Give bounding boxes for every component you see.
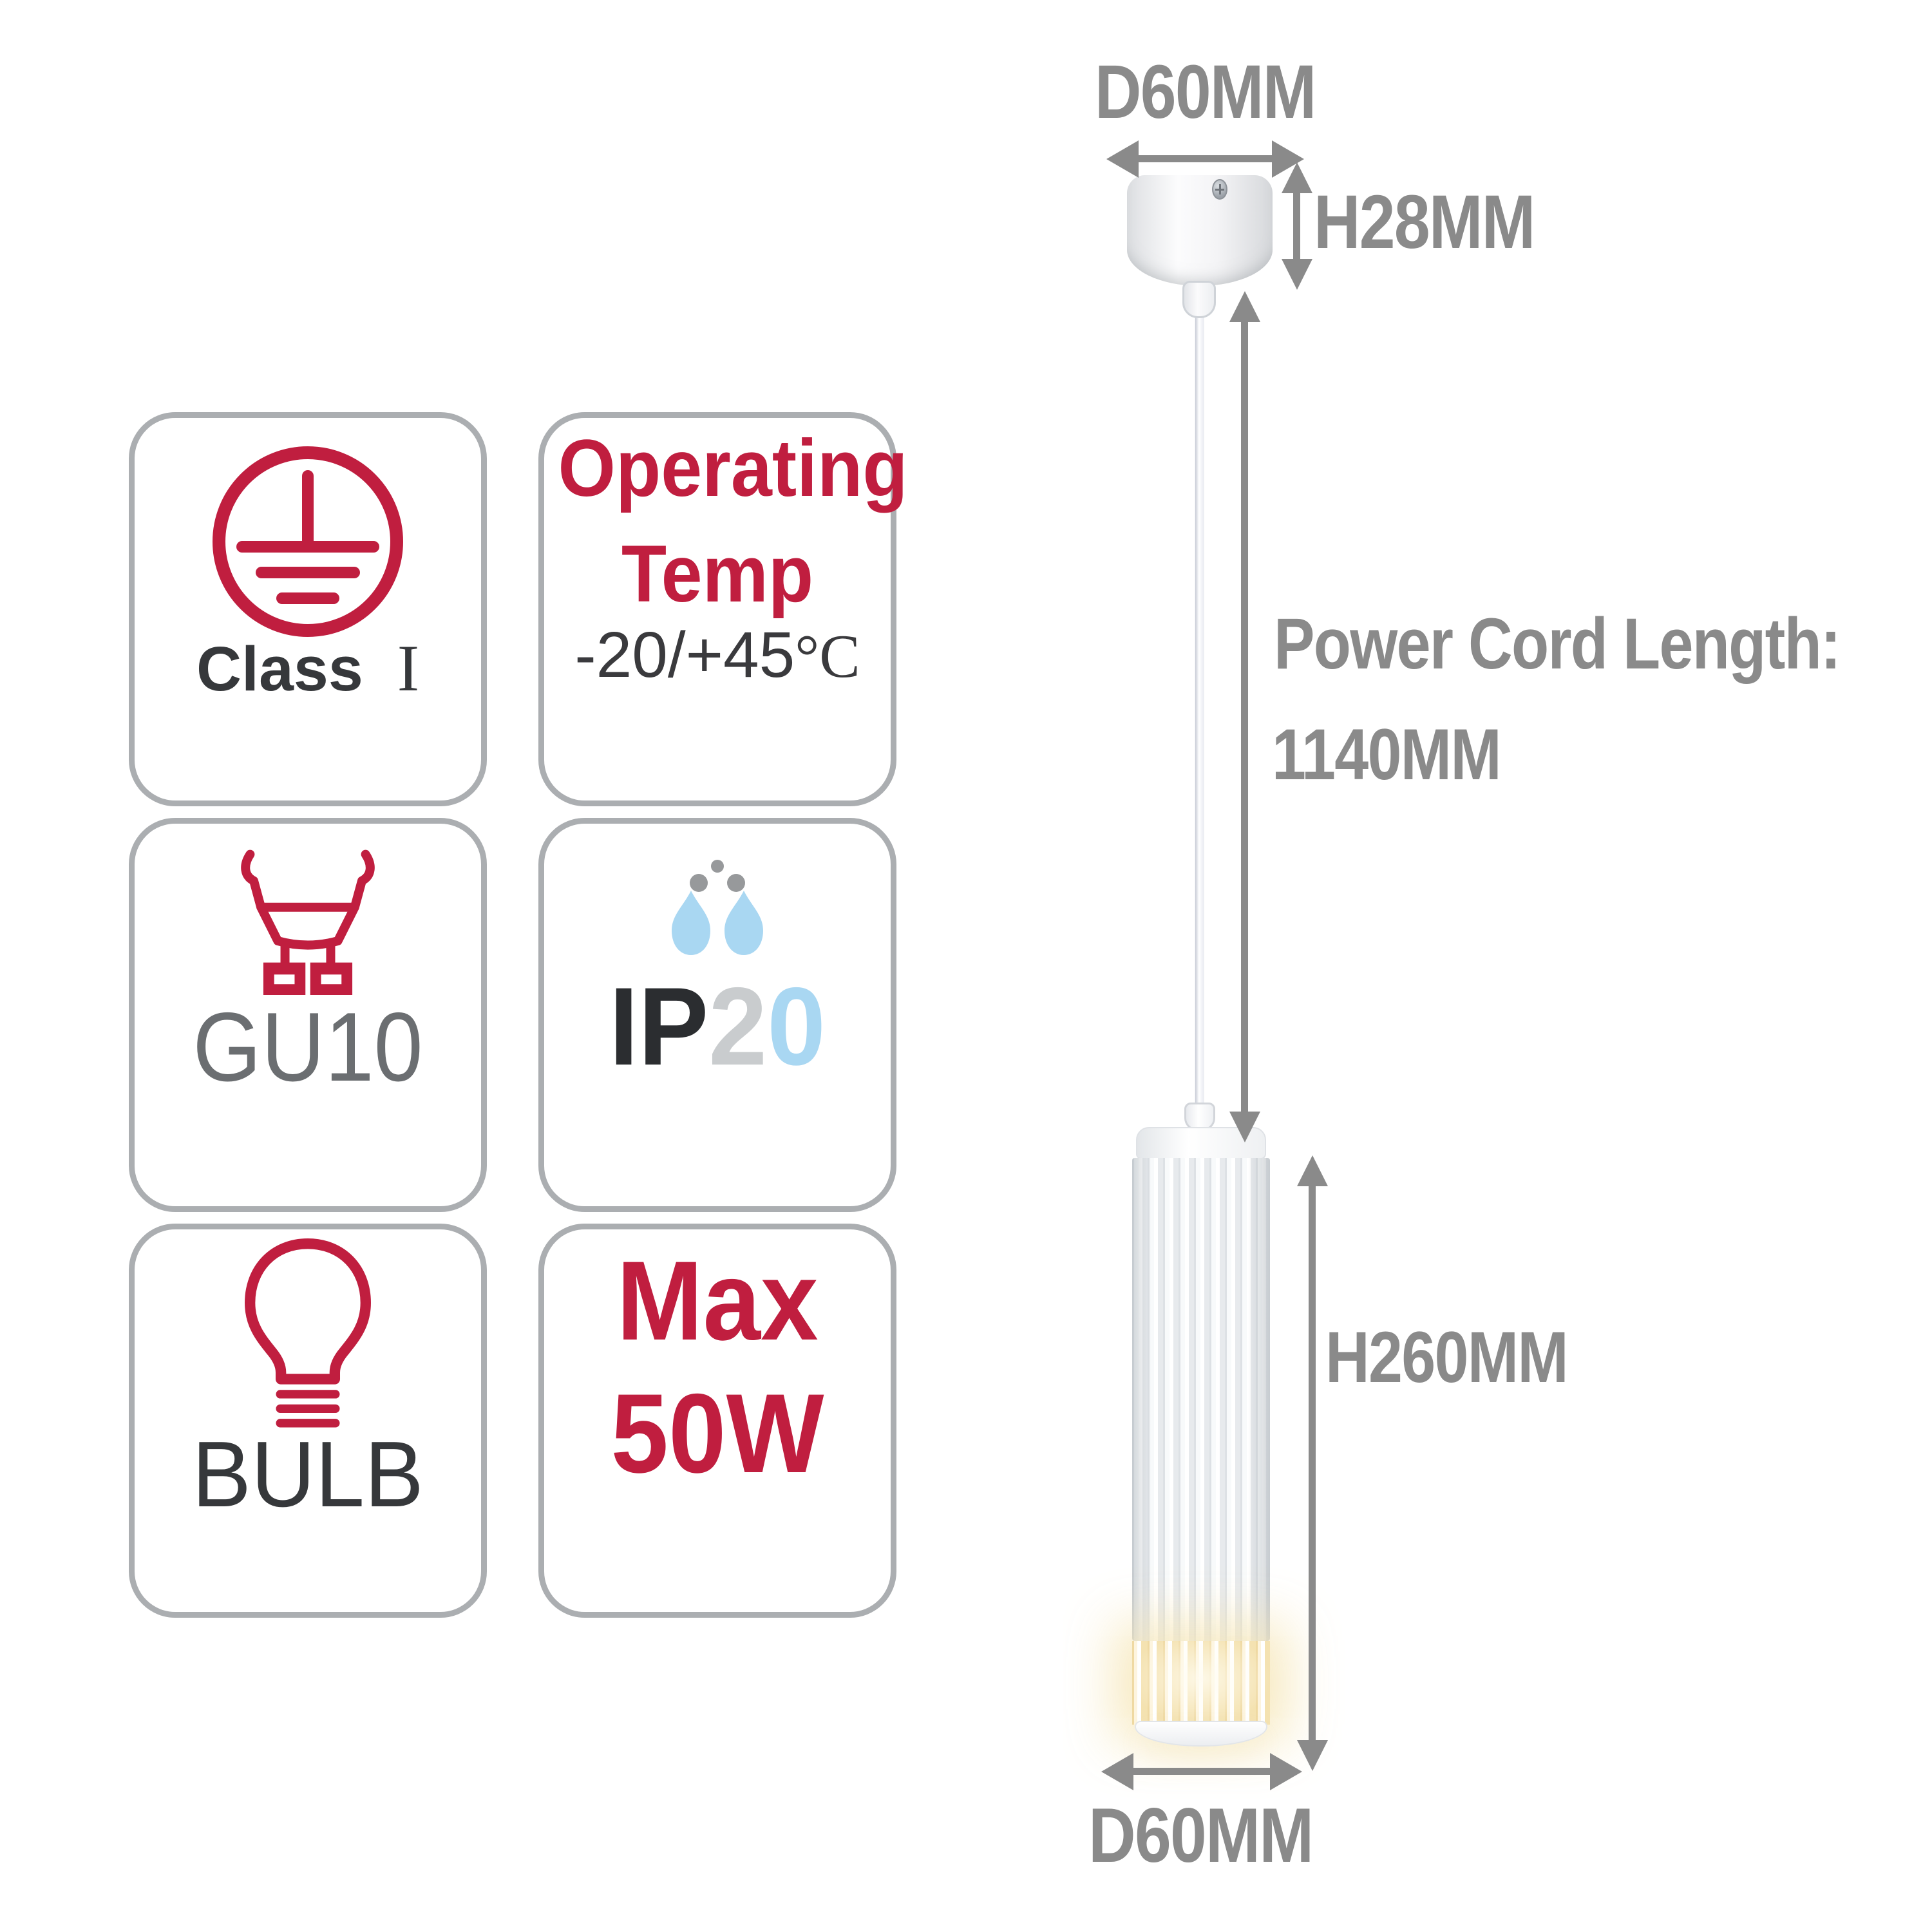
badge-operating-temp: Operating Temp -20/+45°C (538, 412, 908, 806)
body-height-arrow (1294, 1155, 1331, 1771)
arrowhead-left-icon (1106, 140, 1139, 178)
body-diameter-label: D60MM (1088, 1792, 1314, 1879)
arrowhead-down-icon (1297, 1740, 1328, 1771)
arrowhead-up-icon (1229, 291, 1260, 322)
dimension-line (1133, 155, 1277, 162)
class-label: Class (196, 634, 363, 704)
body-height-label: H260MM (1325, 1317, 1569, 1397)
pendant-ribbed-body (1132, 1158, 1270, 1641)
temp-range-value: -20/+45 (574, 619, 795, 691)
arrowhead-up-icon (1282, 162, 1312, 193)
canopy-height-label: H28MM (1314, 180, 1535, 265)
canopy-cord-grip (1182, 281, 1216, 318)
dimension-line (1293, 189, 1300, 263)
badge-gu10: GU10 (129, 818, 487, 1212)
pendant-cord-connector (1184, 1103, 1215, 1131)
canopy-height-arrow (1279, 162, 1315, 290)
badge-max-50w: Max 50W (538, 1224, 896, 1618)
body-diameter-arrow (1101, 1753, 1302, 1790)
arrowhead-down-icon (1229, 1112, 1260, 1142)
power-cord-length-label: Power Cord Length: (1274, 603, 1841, 684)
class-numeral: I (397, 632, 420, 705)
bulb-icon (245, 1238, 371, 1428)
max-line2: 50W (611, 1371, 824, 1497)
badge-bulb: BULB (129, 1224, 487, 1618)
arrowhead-up-icon (1297, 1155, 1328, 1186)
power-cord (1195, 316, 1204, 1105)
operating-line1: Operating (558, 424, 908, 513)
cord-length-arrow (1227, 291, 1263, 1142)
dimension-line (1128, 1768, 1275, 1775)
badge-class-1: Class I (129, 412, 487, 806)
badge-ip20: IP20 (538, 818, 896, 1212)
canopy-diameter-arrow (1106, 140, 1304, 178)
ip-digit-0: 0 (767, 965, 826, 1088)
canopy-screw (1212, 179, 1227, 200)
temp-unit: °C (795, 622, 860, 690)
pendant-light-glow (1132, 1641, 1270, 1725)
gu10-label: GU10 (193, 992, 423, 1102)
ip-text: IP (609, 965, 709, 1088)
power-cord-length-value: 1140MM (1272, 714, 1502, 795)
gu10-socket-icon (241, 849, 375, 996)
dimension-line (1241, 318, 1248, 1115)
operating-line2: Temp (621, 529, 814, 619)
arrowhead-down-icon (1282, 259, 1312, 290)
ip-digit-2: 2 (708, 965, 768, 1088)
arrowhead-left-icon (1101, 1753, 1133, 1790)
pendant-bottom-rim (1135, 1721, 1267, 1747)
arrowhead-right-icon (1270, 1753, 1302, 1790)
water-drops-icon (672, 860, 763, 955)
dimension-line (1309, 1182, 1316, 1744)
bulb-label: BULB (192, 1422, 424, 1526)
max-line1: Max (616, 1238, 819, 1364)
ceiling-canopy (1127, 175, 1273, 286)
earth-ground-icon (213, 446, 403, 637)
canopy-diameter-label: D60MM (1095, 50, 1316, 135)
